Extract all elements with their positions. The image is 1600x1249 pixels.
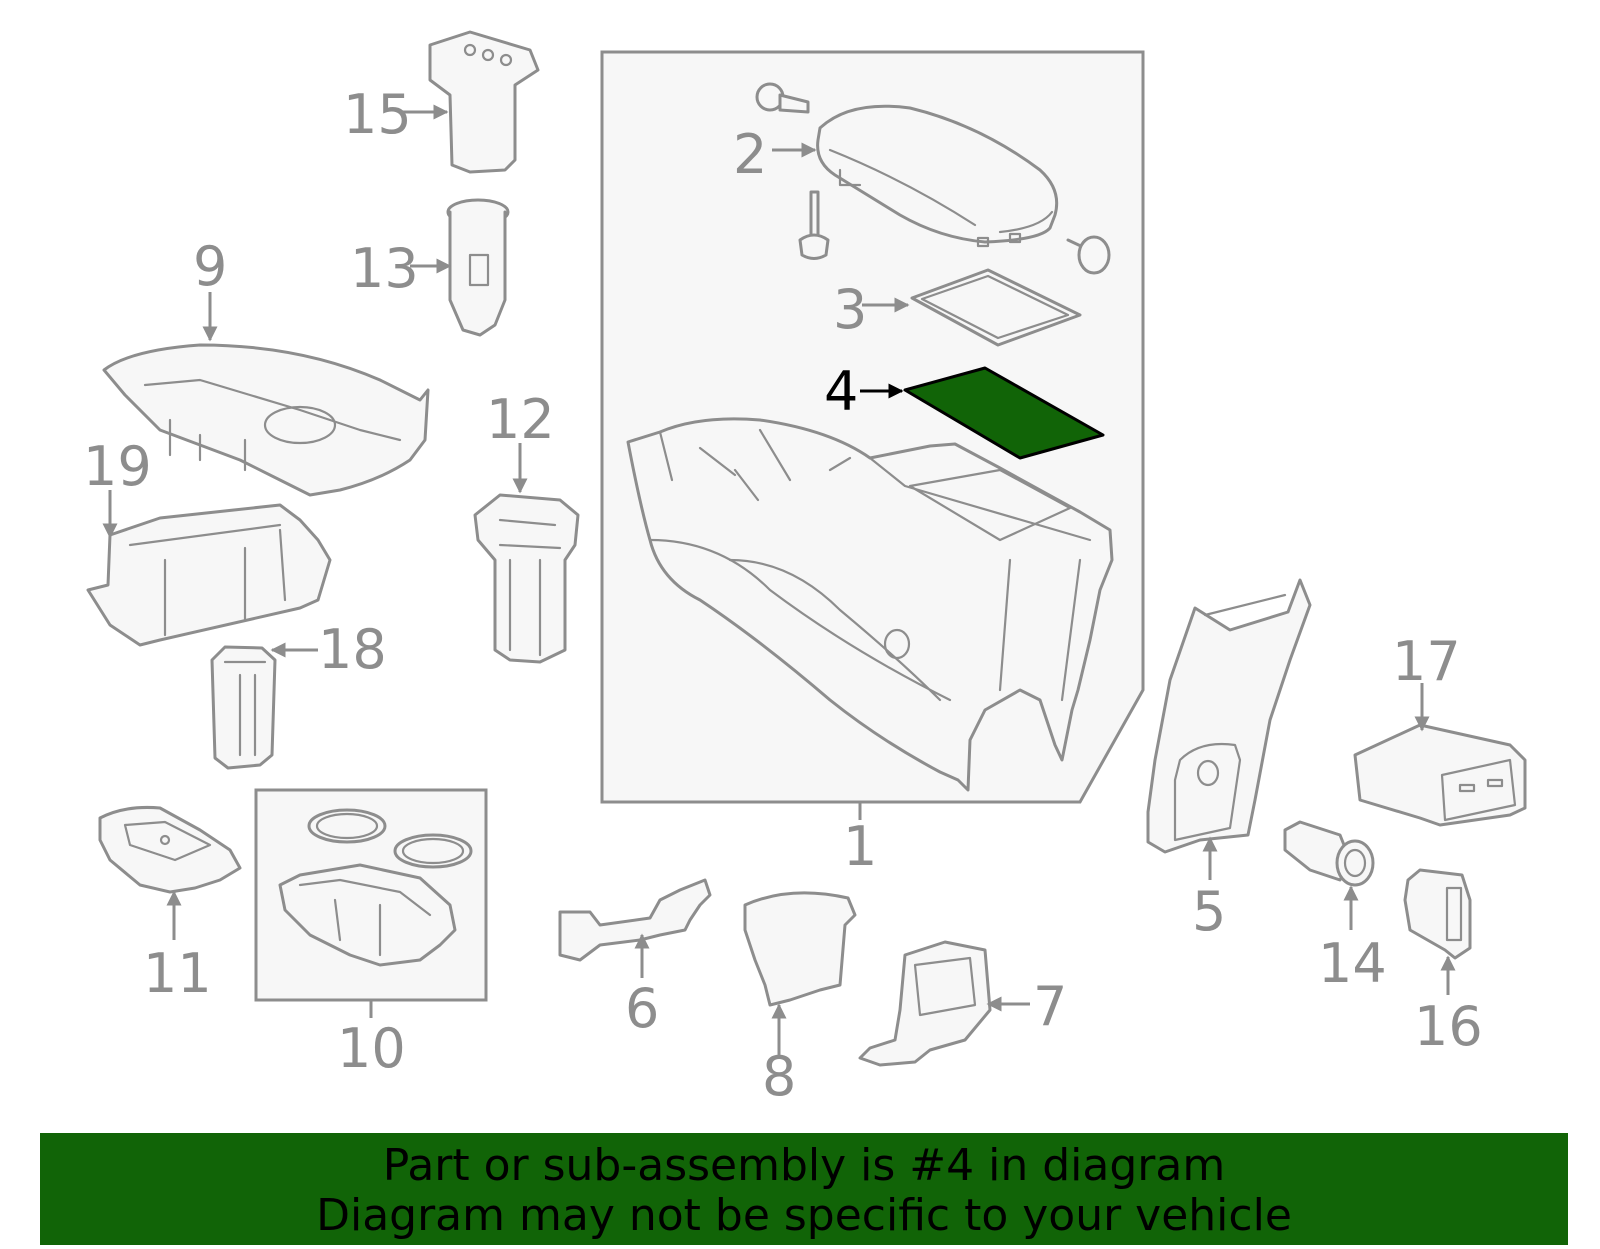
- part-6-bracket[interactable]: [558, 878, 712, 962]
- part-10-cup-holder-box[interactable]: [254, 788, 488, 1018]
- part-9-top-bezel[interactable]: [102, 343, 430, 497]
- callout-4: 4: [824, 360, 858, 423]
- screw-fastener: [755, 82, 810, 114]
- callout-14: 14: [1318, 932, 1387, 995]
- push-clip: [1066, 235, 1111, 275]
- callout-6: 6: [625, 977, 659, 1040]
- part-17-accessory-module[interactable]: [1353, 723, 1527, 827]
- part-18-switch[interactable]: [210, 645, 277, 770]
- callout-15: 15: [343, 83, 412, 146]
- part-5-side-panel[interactable]: [1146, 578, 1312, 854]
- callout-17: 17: [1392, 630, 1461, 693]
- part-8-trim-panel[interactable]: [743, 891, 857, 1007]
- part-11-wireless-charger[interactable]: [98, 806, 242, 894]
- banner-line-1: Part or sub-assembly is #4 in diagram: [382, 1140, 1226, 1191]
- callout-3: 3: [833, 278, 867, 341]
- info-banner: Part or sub-assembly is #4 in diagram Di…: [40, 1133, 1568, 1245]
- callout-7: 7: [1033, 975, 1067, 1038]
- part-14-usb-port[interactable]: [1283, 820, 1375, 887]
- part-16-outlet[interactable]: [1403, 868, 1472, 960]
- callout-19: 19: [83, 435, 152, 498]
- callout-8: 8: [762, 1045, 796, 1108]
- callout-9: 9: [193, 235, 227, 298]
- callout-11: 11: [143, 942, 212, 1005]
- callout-labels: 1 2 3 4 5 6 7 8 9 10 11 12 13 14 15 16 1…: [83, 83, 1483, 1108]
- callout-12: 12: [486, 388, 555, 451]
- pin-clip: [798, 190, 830, 260]
- callout-10: 10: [337, 1017, 406, 1080]
- part-12-switch-module[interactable]: [473, 493, 580, 664]
- part-13-power-socket[interactable]: [446, 198, 510, 337]
- center-console-body: [626, 417, 1114, 792]
- banner-line-2: Diagram may not be specific to your vehi…: [316, 1190, 1292, 1241]
- callout-16: 16: [1414, 995, 1483, 1058]
- callout-5: 5: [1192, 880, 1226, 943]
- callout-2: 2: [733, 123, 767, 186]
- part-19-control-module[interactable]: [86, 503, 332, 647]
- callout-18: 18: [318, 618, 387, 681]
- leader-arrows: [102, 104, 1456, 1057]
- part-2-armrest-lid[interactable]: [816, 104, 1059, 248]
- part-3-tray[interactable]: [910, 268, 1082, 347]
- callout-1: 1: [843, 815, 877, 878]
- part-7-bracket-plate[interactable]: [858, 940, 992, 1067]
- part-4-highlighted-mat[interactable]: [903, 366, 1105, 460]
- callout-13: 13: [350, 237, 419, 300]
- part-15-switch[interactable]: [428, 30, 540, 174]
